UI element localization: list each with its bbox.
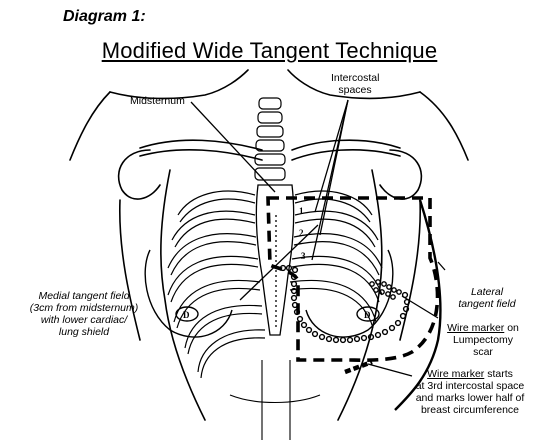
intercostal-spaces-label: Intercostal spaces [331,72,380,96]
space-number-3: 3 [301,251,306,261]
wire-marker-lumpectomy-label: Wire marker on Lumpectomy scar [447,322,519,358]
lateral-tangent-field-label: Lateral tangent field [458,286,516,310]
tangent-field-outline [266,196,440,362]
diagram-title: Modified Wide Tangent Technique [101,38,438,63]
diagram-number: Diagram 1: [63,8,146,25]
midsternum-label: Midsternum [130,95,185,107]
wire-marker-start-label: Wire marker starts at 3rd intercostal sp… [415,368,525,416]
right-nipple-marker: D [364,310,371,320]
leader-lines [190,99,446,377]
wire-start-marker [344,359,373,375]
wire-marker-dots [279,264,411,344]
space-number-1: 1 [299,206,304,216]
medial-tangent-field-label: Medial tangent field (3cm from midsternu… [29,290,139,338]
left-nipple-marker: D [183,310,190,320]
space-number-2: 2 [299,228,304,238]
lateral-field-line [394,199,442,411]
scar-wire-dots [369,279,402,300]
